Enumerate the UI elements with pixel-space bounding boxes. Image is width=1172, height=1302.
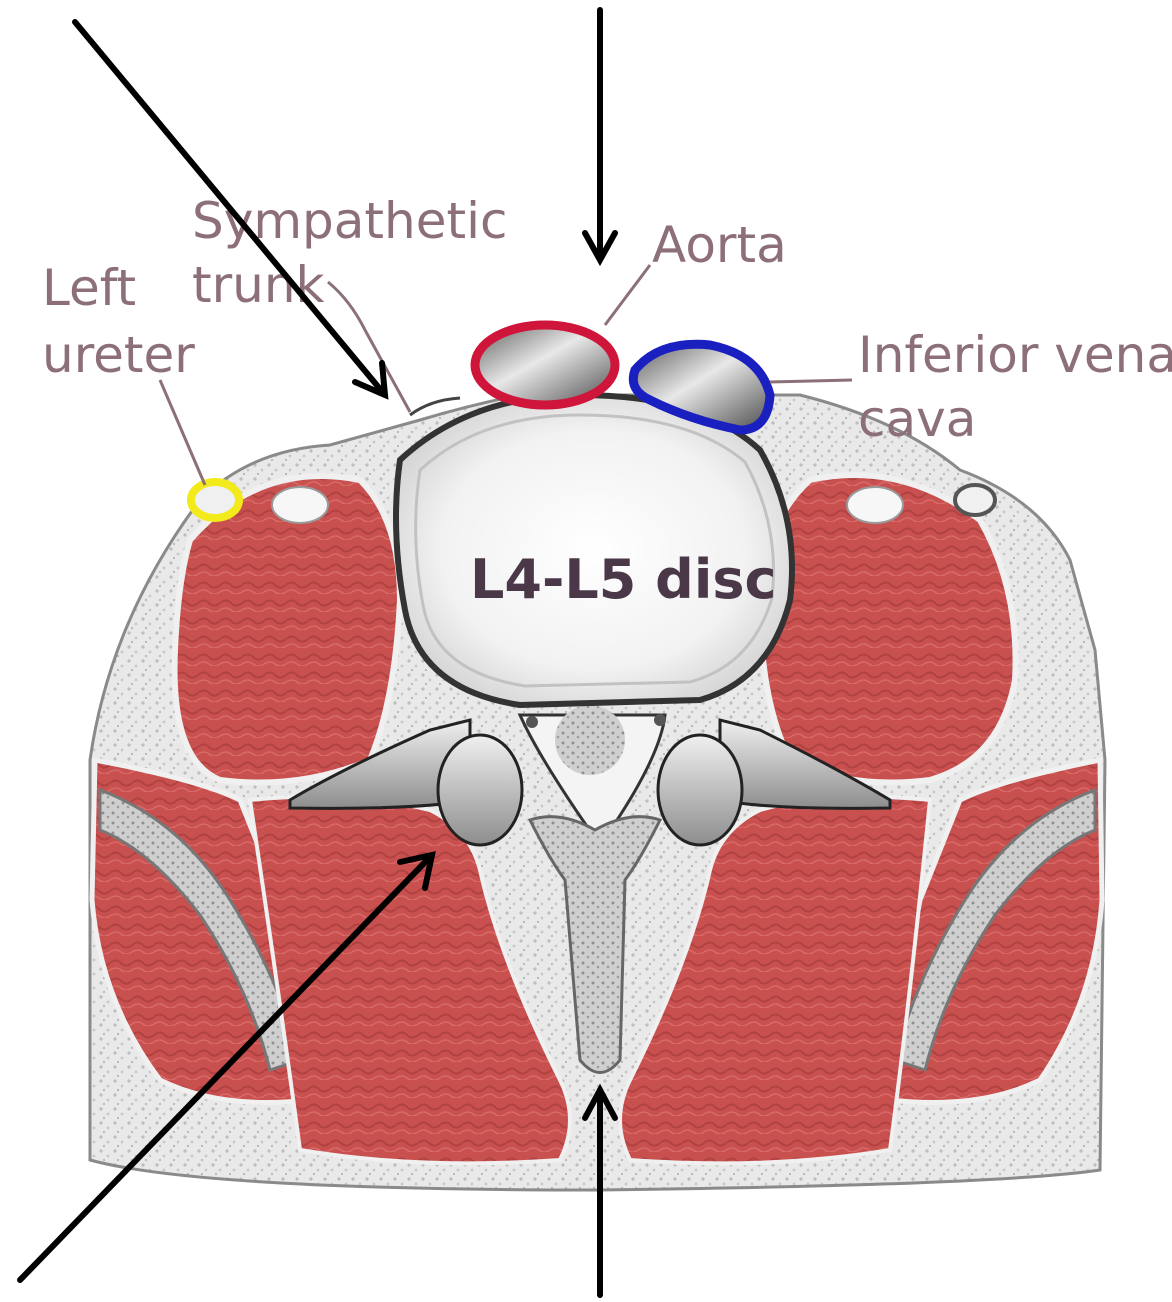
disc-label: L4-L5 disc: [470, 548, 777, 611]
right-ureter-vessel: [955, 485, 995, 515]
sympathetic-leader-line: [328, 282, 410, 412]
left-ureter: [191, 482, 239, 518]
canal-right-dot: [654, 714, 666, 726]
top-center-arrow: [585, 10, 615, 260]
aorta-leader-line: [605, 265, 650, 325]
canal-left-dot: [526, 716, 538, 728]
ivc-label-line2: cava: [858, 390, 976, 448]
thecal-sac: [555, 705, 625, 775]
right-fat-pocket: [847, 487, 903, 523]
ivc-label-line1: Inferior vena: [858, 326, 1172, 384]
left-facet-joint: [438, 735, 522, 845]
ureter-leader-line: [160, 380, 205, 485]
right-facet-joint: [658, 735, 742, 845]
sympathetic-trunk-label-line2: trunk: [192, 256, 325, 314]
ivc-leader-line: [770, 380, 852, 382]
aorta-label: Aorta: [652, 216, 787, 274]
aorta: [475, 325, 615, 405]
left-fat-pocket: [272, 487, 328, 523]
left-ureter-label-line1: Left: [42, 259, 136, 317]
left-ureter-label-line2: ureter: [42, 326, 195, 384]
